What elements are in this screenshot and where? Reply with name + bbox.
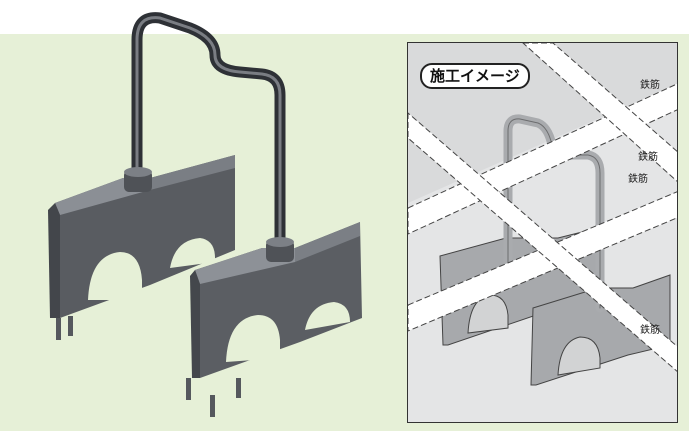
left-foot-block <box>48 155 235 340</box>
diagram-spacer-feet <box>439 227 671 386</box>
right-foot-block <box>186 222 362 417</box>
rebar-label: 鉄筋 <box>640 325 660 336</box>
spacer-product-illustration <box>48 12 362 417</box>
rebar-label: 鉄筋 <box>628 174 648 185</box>
rebar-label: 鉄筋 <box>640 80 660 91</box>
construction-diagram <box>408 43 677 422</box>
rebar-label: 鉄筋 <box>638 152 658 163</box>
construction-image-title: 施工イメージ <box>420 63 530 89</box>
construction-image-panel: 施工イメージ 鉄筋 鉄筋 鉄筋 鉄筋 <box>407 42 678 423</box>
rebar-bands <box>408 43 677 372</box>
spacer-product-photo <box>48 12 362 417</box>
